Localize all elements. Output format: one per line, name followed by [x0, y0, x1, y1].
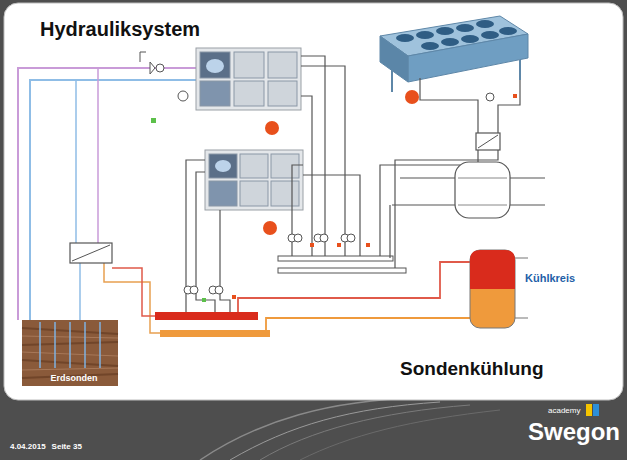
- node-text: Kühlkreis: [525, 272, 575, 284]
- section-label: Sondenkühlung: [400, 358, 544, 380]
- node-text: Erdsonden: [22, 373, 126, 383]
- logo-subtitle: academy: [548, 406, 580, 415]
- ground-probe-field: Erdsonden: [22, 320, 126, 386]
- cooling-tank: Kühlkreis: [470, 250, 515, 328]
- footer-page: Seite 35: [52, 442, 82, 451]
- logo-text: Swegon: [528, 418, 620, 446]
- footer-date: 4.04.2015: [10, 442, 46, 451]
- slide-title: Hydrauliksystem: [40, 18, 200, 41]
